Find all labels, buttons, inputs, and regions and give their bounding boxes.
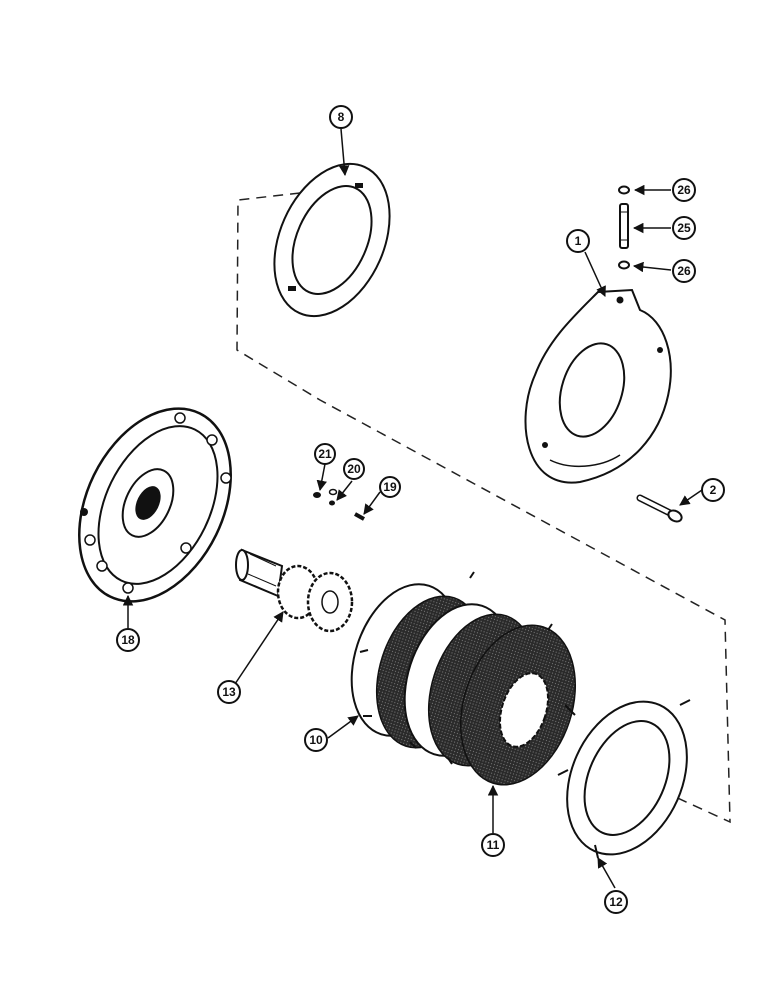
callout-19: 19	[379, 476, 401, 498]
svg-text:2: 2	[710, 483, 717, 497]
part-12-separator-plate	[557, 699, 691, 859]
callout-11: 11	[481, 833, 505, 857]
callout-2: 2	[701, 478, 725, 502]
svg-text:19: 19	[383, 480, 397, 494]
callout-26-top: 26	[672, 178, 696, 202]
svg-text:26: 26	[677, 264, 691, 278]
svg-text:18: 18	[121, 633, 135, 647]
assembly-dashed-line	[236, 192, 731, 824]
callout-1: 1	[566, 229, 590, 253]
callout-10: 10	[304, 728, 328, 752]
svg-text:13: 13	[222, 685, 236, 699]
callout-18: 18	[116, 628, 140, 652]
callout-25: 25	[672, 216, 696, 240]
parts-19-20-21-hardware	[313, 488, 365, 521]
parts-25-26-stud-and-nuts	[618, 185, 630, 270]
part-13-shaft-gear	[235, 548, 354, 633]
svg-text:11: 11	[487, 838, 500, 852]
part-1-housing	[524, 288, 672, 484]
callout-12: 12	[604, 890, 628, 914]
svg-text:12: 12	[609, 895, 623, 909]
part-8-plate	[273, 162, 391, 318]
parts-10-11-disc-stack	[350, 571, 577, 786]
svg-text:8: 8	[338, 110, 345, 124]
svg-text:25: 25	[677, 221, 691, 235]
leader-lines	[122, 128, 703, 889]
part-2-bolt	[636, 494, 683, 523]
callout-20: 20	[343, 458, 365, 480]
callout-13: 13	[217, 680, 241, 704]
svg-text:21: 21	[318, 447, 332, 461]
callout-26-bottom: 26	[672, 259, 696, 283]
svg-text:26: 26	[677, 183, 691, 197]
callout-21: 21	[314, 443, 336, 465]
callout-8: 8	[329, 105, 353, 129]
svg-text:10: 10	[309, 733, 323, 747]
svg-text:1: 1	[575, 234, 582, 248]
svg-text:20: 20	[347, 462, 361, 476]
part-18-housing	[78, 407, 232, 603]
